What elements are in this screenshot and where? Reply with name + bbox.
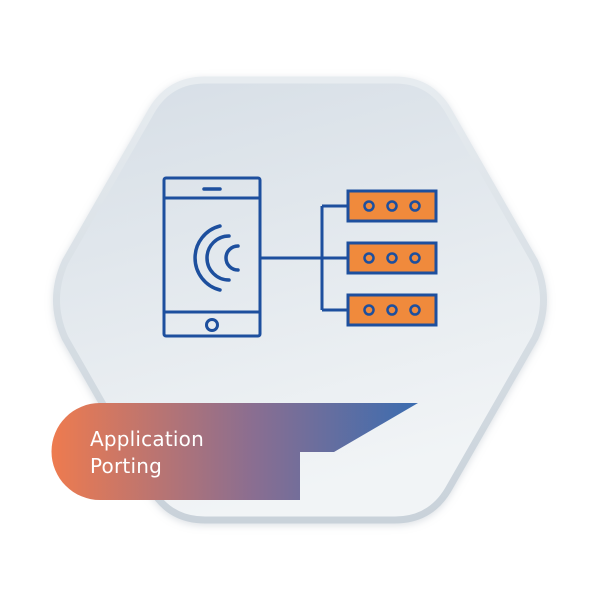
signal-arc-inner [224,244,240,272]
server-indicator-dot [363,200,375,212]
server-indicator-dot [363,252,375,264]
phone-home-button [205,318,219,332]
caption-line-2: Porting [90,454,162,478]
server-indicator-dot [386,304,398,316]
signal-arc-middle [205,234,231,282]
server-unit [346,293,438,327]
server-indicator-dot [409,252,421,264]
server-unit [346,241,438,275]
server-unit [346,189,438,223]
caption-ribbon [51,403,418,500]
server-indicator-dot [409,304,421,316]
server-rack-icon [346,189,438,327]
server-indicator-dot [386,200,398,212]
caption-line-1: Application [90,427,204,451]
signal-arc-outer [193,224,222,292]
server-indicator-dot [386,252,398,264]
connection-lines [260,204,348,312]
wireless-signal-icon [193,224,240,292]
server-indicator-dot [363,304,375,316]
server-indicator-dot [409,200,421,212]
